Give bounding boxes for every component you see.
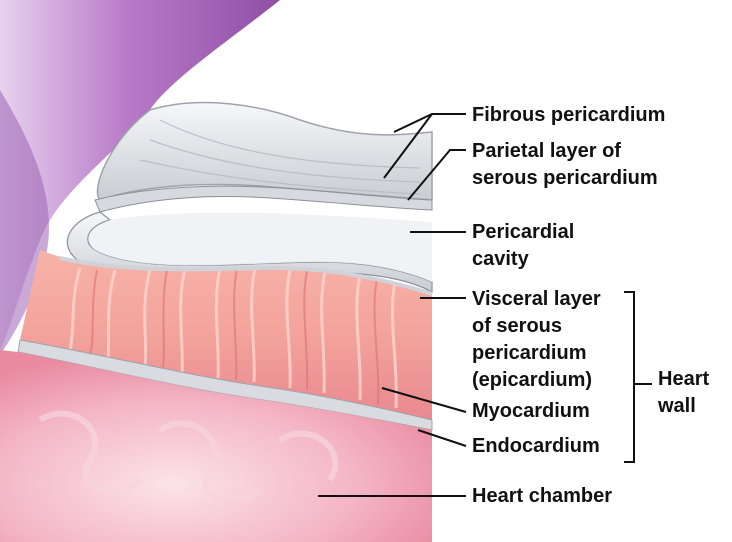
heart-wall-bracket [624, 292, 634, 462]
label-heart-wall-line2: wall [658, 395, 696, 418]
label-pericardial-cavity-line2: cavity [472, 248, 529, 271]
label-heart-wall-line1: Heart [658, 368, 709, 391]
label-endocardium: Endocardium [472, 435, 600, 458]
label-myocardium: Myocardium [472, 400, 590, 423]
fibrous-pericardium-shape [97, 103, 432, 200]
label-visceral-layer-line1: Visceral layer [472, 288, 601, 311]
label-visceral-layer-line3: pericardium [472, 342, 586, 365]
label-pericardial-cavity-line1: Pericardial [472, 221, 574, 244]
label-visceral-layer-line2: of serous [472, 315, 562, 338]
label-parietal-layer-line2: serous pericardium [472, 167, 658, 190]
label-visceral-layer-line4: (epicardium) [472, 369, 592, 392]
label-parietal-layer-line1: Parietal layer of [472, 140, 621, 163]
label-fibrous-pericardium: Fibrous pericardium [472, 104, 665, 127]
label-heart-chamber: Heart chamber [472, 485, 612, 508]
